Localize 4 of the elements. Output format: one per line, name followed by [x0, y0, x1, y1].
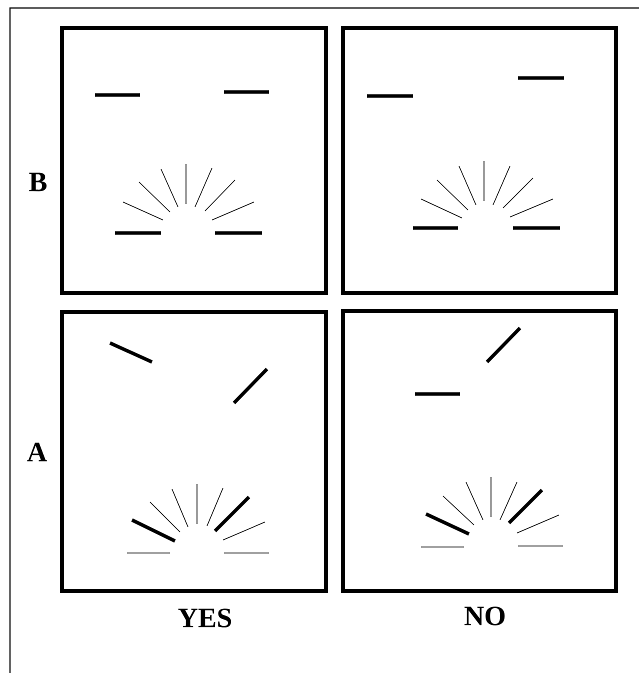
row-label: A [27, 442, 47, 462]
column-label: NO [464, 606, 505, 626]
column-label: YES [178, 608, 232, 628]
row-label: B [29, 172, 47, 192]
